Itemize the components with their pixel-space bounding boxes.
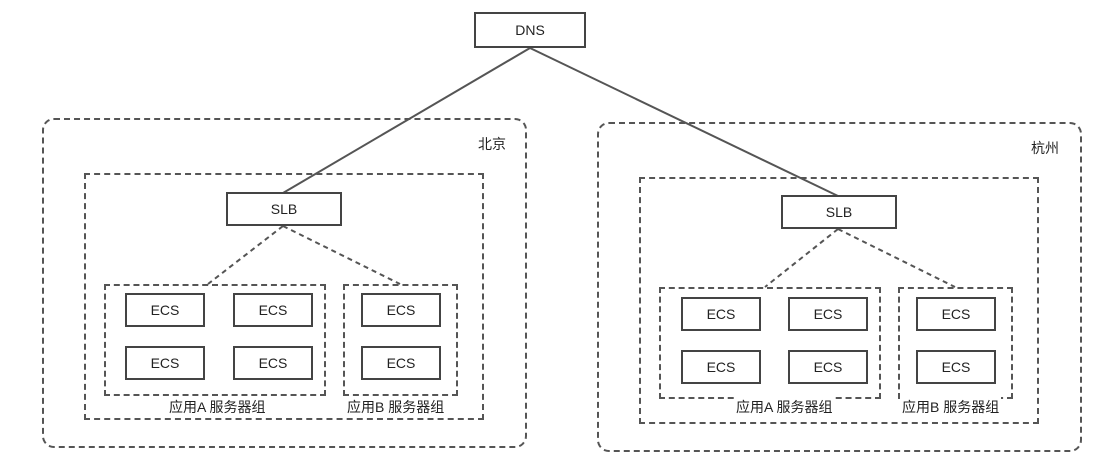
dns-node: DNS bbox=[474, 12, 586, 48]
hangzhou-slb-container bbox=[639, 177, 1039, 424]
beijing-slb-to-group-b-line bbox=[282, 225, 401, 285]
beijing-slb-label: SLB bbox=[270, 201, 298, 217]
beijing-group-a-ecs-4: ECS bbox=[233, 346, 313, 380]
hangzhou-group-b-ecs-1: ECS bbox=[916, 297, 996, 331]
beijing-group-b-ecs-1: ECS bbox=[361, 293, 441, 327]
beijing-group-a-label: 应用A 服务器组 bbox=[167, 397, 268, 417]
beijing-group-a-ecs-2: ECS bbox=[233, 293, 313, 327]
ecs-label: ECS bbox=[258, 302, 288, 318]
ecs-label: ECS bbox=[941, 306, 971, 322]
beijing-group-a-ecs-1: ECS bbox=[125, 293, 205, 327]
ecs-label: ECS bbox=[941, 359, 971, 375]
ecs-label: ECS bbox=[813, 306, 843, 322]
ecs-label: ECS bbox=[706, 306, 736, 322]
hangzhou-slb-node: SLB bbox=[781, 195, 897, 229]
hangzhou-group-b-label: 应用B 服务器组 bbox=[900, 397, 1002, 417]
dns-to-beijing-slb-line bbox=[282, 47, 531, 194]
beijing-group-a-ecs-3: ECS bbox=[125, 346, 205, 380]
ecs-label: ECS bbox=[258, 355, 288, 371]
beijing-group-b-ecs-2: ECS bbox=[361, 346, 441, 380]
dns-label: DNS bbox=[515, 22, 545, 38]
hangzhou-group-a-label: 应用A 服务器组 bbox=[734, 397, 835, 417]
beijing-group-a bbox=[104, 284, 326, 396]
beijing-slb-node: SLB bbox=[226, 192, 342, 226]
ecs-label: ECS bbox=[706, 359, 736, 375]
beijing-group-b bbox=[343, 284, 458, 396]
hangzhou-group-b-ecs-2: ECS bbox=[916, 350, 996, 384]
hangzhou-group-a-ecs-4: ECS bbox=[788, 350, 868, 384]
beijing-slb-to-group-a-line bbox=[207, 225, 284, 285]
hangzhou-slb-label: SLB bbox=[825, 204, 853, 220]
region-hangzhou-label: 杭州 bbox=[1031, 140, 1059, 156]
ecs-label: ECS bbox=[386, 302, 416, 318]
hangzhou-slb-to-group-b-line bbox=[837, 228, 956, 288]
ecs-label: ECS bbox=[150, 355, 180, 371]
hangzhou-slb-to-group-a-line bbox=[764, 228, 839, 288]
region-beijing bbox=[42, 118, 527, 448]
hangzhou-group-a-ecs-1: ECS bbox=[681, 297, 761, 331]
beijing-slb-container bbox=[84, 173, 484, 420]
ecs-label: ECS bbox=[150, 302, 180, 318]
ecs-label: ECS bbox=[813, 359, 843, 375]
ecs-label: ECS bbox=[386, 355, 416, 371]
beijing-group-b-label: 应用B 服务器组 bbox=[345, 397, 447, 417]
region-beijing-label: 北京 bbox=[478, 136, 506, 152]
hangzhou-group-a-ecs-2: ECS bbox=[788, 297, 868, 331]
hangzhou-group-a-ecs-3: ECS bbox=[681, 350, 761, 384]
region-hangzhou bbox=[597, 122, 1082, 452]
